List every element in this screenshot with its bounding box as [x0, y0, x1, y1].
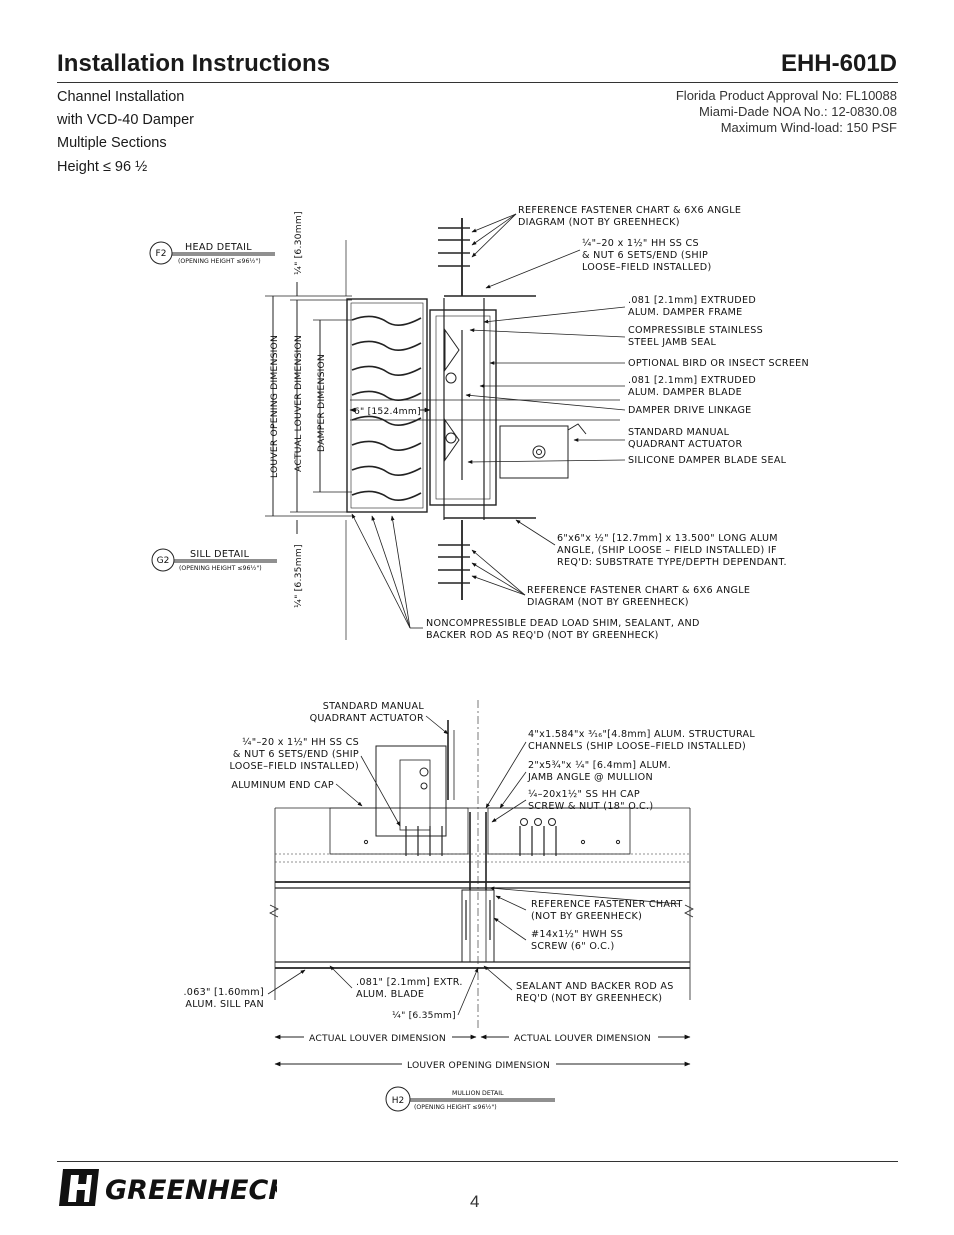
h2-subtitle: (OPENING HEIGHT ≤96½"): [414, 1103, 497, 1111]
h2-right-6a: SEALANT AND BACKER ROD AS: [516, 981, 674, 992]
f2-dim-louver-opening: LOUVER OPENING DIMENSION: [269, 335, 280, 478]
model-number: EHH-601D: [780, 50, 897, 77]
h2-left-2a: ¼"–20 x 1½" HH SS CS: [242, 736, 359, 748]
drawing-labels: F2 HEAD DETAIL (OPENING HEIGHT ≤96½") G2…: [156, 205, 809, 1111]
f2-dim-actual-louver: ACTUAL LOUVER DIMENSION: [293, 335, 304, 472]
h2-left-2b: & NUT 6 SETS/END (SHIP: [233, 749, 359, 760]
greenheck-logo-mark: [59, 1169, 99, 1206]
h2-left-5b: ALUM. BLADE: [356, 989, 424, 1000]
f2-callout-4a: COMPRESSIBLE STAINLESS: [628, 325, 763, 336]
f2-callout-2b: & NUT 6 SETS/END (SHIP: [582, 250, 708, 261]
g2-callout-10a: 6"x6"x ½" [12.7mm] x 13.500" LONG ALUM: [557, 532, 778, 544]
h2-right-2b: JAMB ANGLE @ MULLION: [527, 772, 653, 783]
f2-callout-6b: ALUM. DAMPER BLADE: [628, 387, 742, 398]
f2-dim-top: ¼" [6.30mm]: [293, 211, 304, 275]
logo-text: GREENHECK: [105, 1175, 277, 1206]
technical-drawing: F2 HEAD DETAIL (OPENING HEIGHT ≤96½") G2…: [149, 205, 809, 1112]
f2-callout-7: DAMPER DRIVE LINKAGE: [628, 405, 752, 416]
f2-callout-1b: DIAGRAM (NOT BY GREENHECK): [518, 217, 680, 228]
mullion-detail: [267, 700, 694, 1112]
h2-left-4b: ALUM. SILL PAN: [185, 999, 264, 1010]
g2-tag-text: G2: [157, 556, 170, 566]
f2-callout-2c: LOOSE–FIELD INSTALLED): [582, 262, 712, 273]
h2-dim-actual-right: ACTUAL LOUVER DIMENSION: [514, 1033, 651, 1044]
subtitle-line-4: Height ≤ 96 ½: [57, 159, 148, 175]
f2-callout-3a: .081 [2.1mm] EXTRUDED: [628, 295, 756, 306]
g2-callout-12a: NONCOMPRESSIBLE DEAD LOAD SHIM, SEALANT,…: [426, 618, 700, 629]
h2-left-2c: LOOSE–FIELD INSTALLED): [229, 761, 359, 772]
h2-left-4a: .063" [1.60mm]: [183, 987, 264, 998]
f2-tag-text: F2: [156, 249, 167, 259]
h2-right-3b: SCREW & NUT (18" O.C.): [528, 801, 653, 812]
h2-dim-opening: LOUVER OPENING DIMENSION: [407, 1060, 550, 1071]
h2-dim-gap: ¼" [6.35mm]: [392, 1010, 456, 1021]
h2-right-4a: REFERENCE FASTENER CHART: [531, 899, 683, 910]
h2-right-1a: 4"x1.584"x ³⁄₁₆"[4.8mm] ALUM. STRUCTURAL: [528, 729, 755, 740]
h2-left-5a: .081" [2.1mm] EXTR.: [356, 977, 463, 988]
subtitle-line-1: Channel Installation: [57, 89, 185, 105]
g2-callout-11a: REFERENCE FASTENER CHART & 6X6 ANGLE: [527, 585, 750, 596]
h2-right-3a: ¼–20x1½" SS HH CAP: [528, 788, 640, 800]
approval-line-1: Florida Product Approval No: FL10088: [675, 88, 897, 103]
f2-callout-3b: ALUM. DAMPER FRAME: [628, 307, 743, 318]
f2-callout-1a: REFERENCE FASTENER CHART & 6X6 ANGLE: [518, 205, 741, 216]
subtitle-line-3: Multiple Sections: [57, 135, 167, 151]
f2-callout-9: SILICONE DAMPER BLADE SEAL: [628, 455, 787, 466]
f2-callout-8a: STANDARD MANUAL: [628, 427, 730, 438]
footer-rule: [57, 1161, 898, 1162]
f2-dim-damper: DAMPER DIMENSION: [316, 354, 327, 452]
h2-left-1b: QUADRANT ACTUATOR: [310, 713, 424, 724]
head-sill-detail: [149, 213, 626, 640]
g2-title: SILL DETAIL: [190, 549, 250, 560]
f2-callout-4b: STEEL JAMB SEAL: [628, 337, 717, 348]
f2-callout-5: OPTIONAL BIRD OR INSECT SCREEN: [628, 358, 809, 369]
f2-subtitle: (OPENING HEIGHT ≤96½"): [178, 257, 261, 265]
g2-callout-11b: DIAGRAM (NOT BY GREENHECK): [527, 597, 689, 608]
h2-right-4b: (NOT BY GREENHECK): [531, 911, 642, 922]
header-rule: [57, 82, 898, 83]
approval-line-3: Maximum Wind-load: 150 PSF: [720, 120, 897, 135]
f2-callout-8b: QUADRANT ACTUATOR: [628, 439, 742, 450]
f2-callout-2a: ¼"–20 x 1½" HH SS CS: [582, 237, 699, 249]
h2-left-1a: STANDARD MANUAL: [323, 701, 425, 712]
f2-dim-bottom: ¼" [6.35mm]: [293, 544, 304, 608]
approval-line-2: Miami-Dade NOA No.: 12-0830.08: [699, 104, 897, 119]
f2-dim-depth: 6" [152.4mm]: [354, 406, 421, 417]
h2-right-2a: 2"x5¾"x ¼" [6.4mm] ALUM.: [528, 759, 671, 771]
f2-title: HEAD DETAIL: [185, 242, 252, 253]
h2-tag-text: H2: [392, 1096, 405, 1106]
page-number: 4: [470, 1192, 480, 1211]
subtitle-line-2: with VCD-40 Damper: [57, 112, 194, 128]
h2-right-5a: #14x1½" HWH SS: [531, 928, 623, 940]
f2-callout-6a: .081 [2.1mm] EXTRUDED: [628, 375, 756, 386]
h2-title: MULLION DETAIL: [452, 1090, 504, 1097]
h2-right-5b: SCREW (6" O.C.): [531, 941, 615, 952]
greenheck-logo: GREENHECK: [59, 1169, 277, 1206]
h2-right-6b: REQ'D (NOT BY GREENHECK): [516, 993, 662, 1004]
h2-dim-actual-left: ACTUAL LOUVER DIMENSION: [309, 1033, 446, 1044]
g2-callout-10c: REQ'D: SUBSTRATE TYPE/DEPTH DEPENDANT.: [557, 557, 787, 568]
g2-subtitle: (OPENING HEIGHT ≤96½"): [179, 564, 262, 572]
h2-right-1b: CHANNELS (SHIP LOOSE–FIELD INSTALLED): [528, 741, 746, 752]
h2-left-3: ALUMINUM END CAP: [231, 780, 334, 791]
page-title: Installation Instructions: [57, 50, 331, 77]
g2-callout-12b: BACKER ROD AS REQ'D (NOT BY GREENHECK): [426, 630, 659, 641]
g2-callout-10b: ANGLE, (SHIP LOOSE – FIELD INSTALLED) IF: [557, 545, 777, 556]
